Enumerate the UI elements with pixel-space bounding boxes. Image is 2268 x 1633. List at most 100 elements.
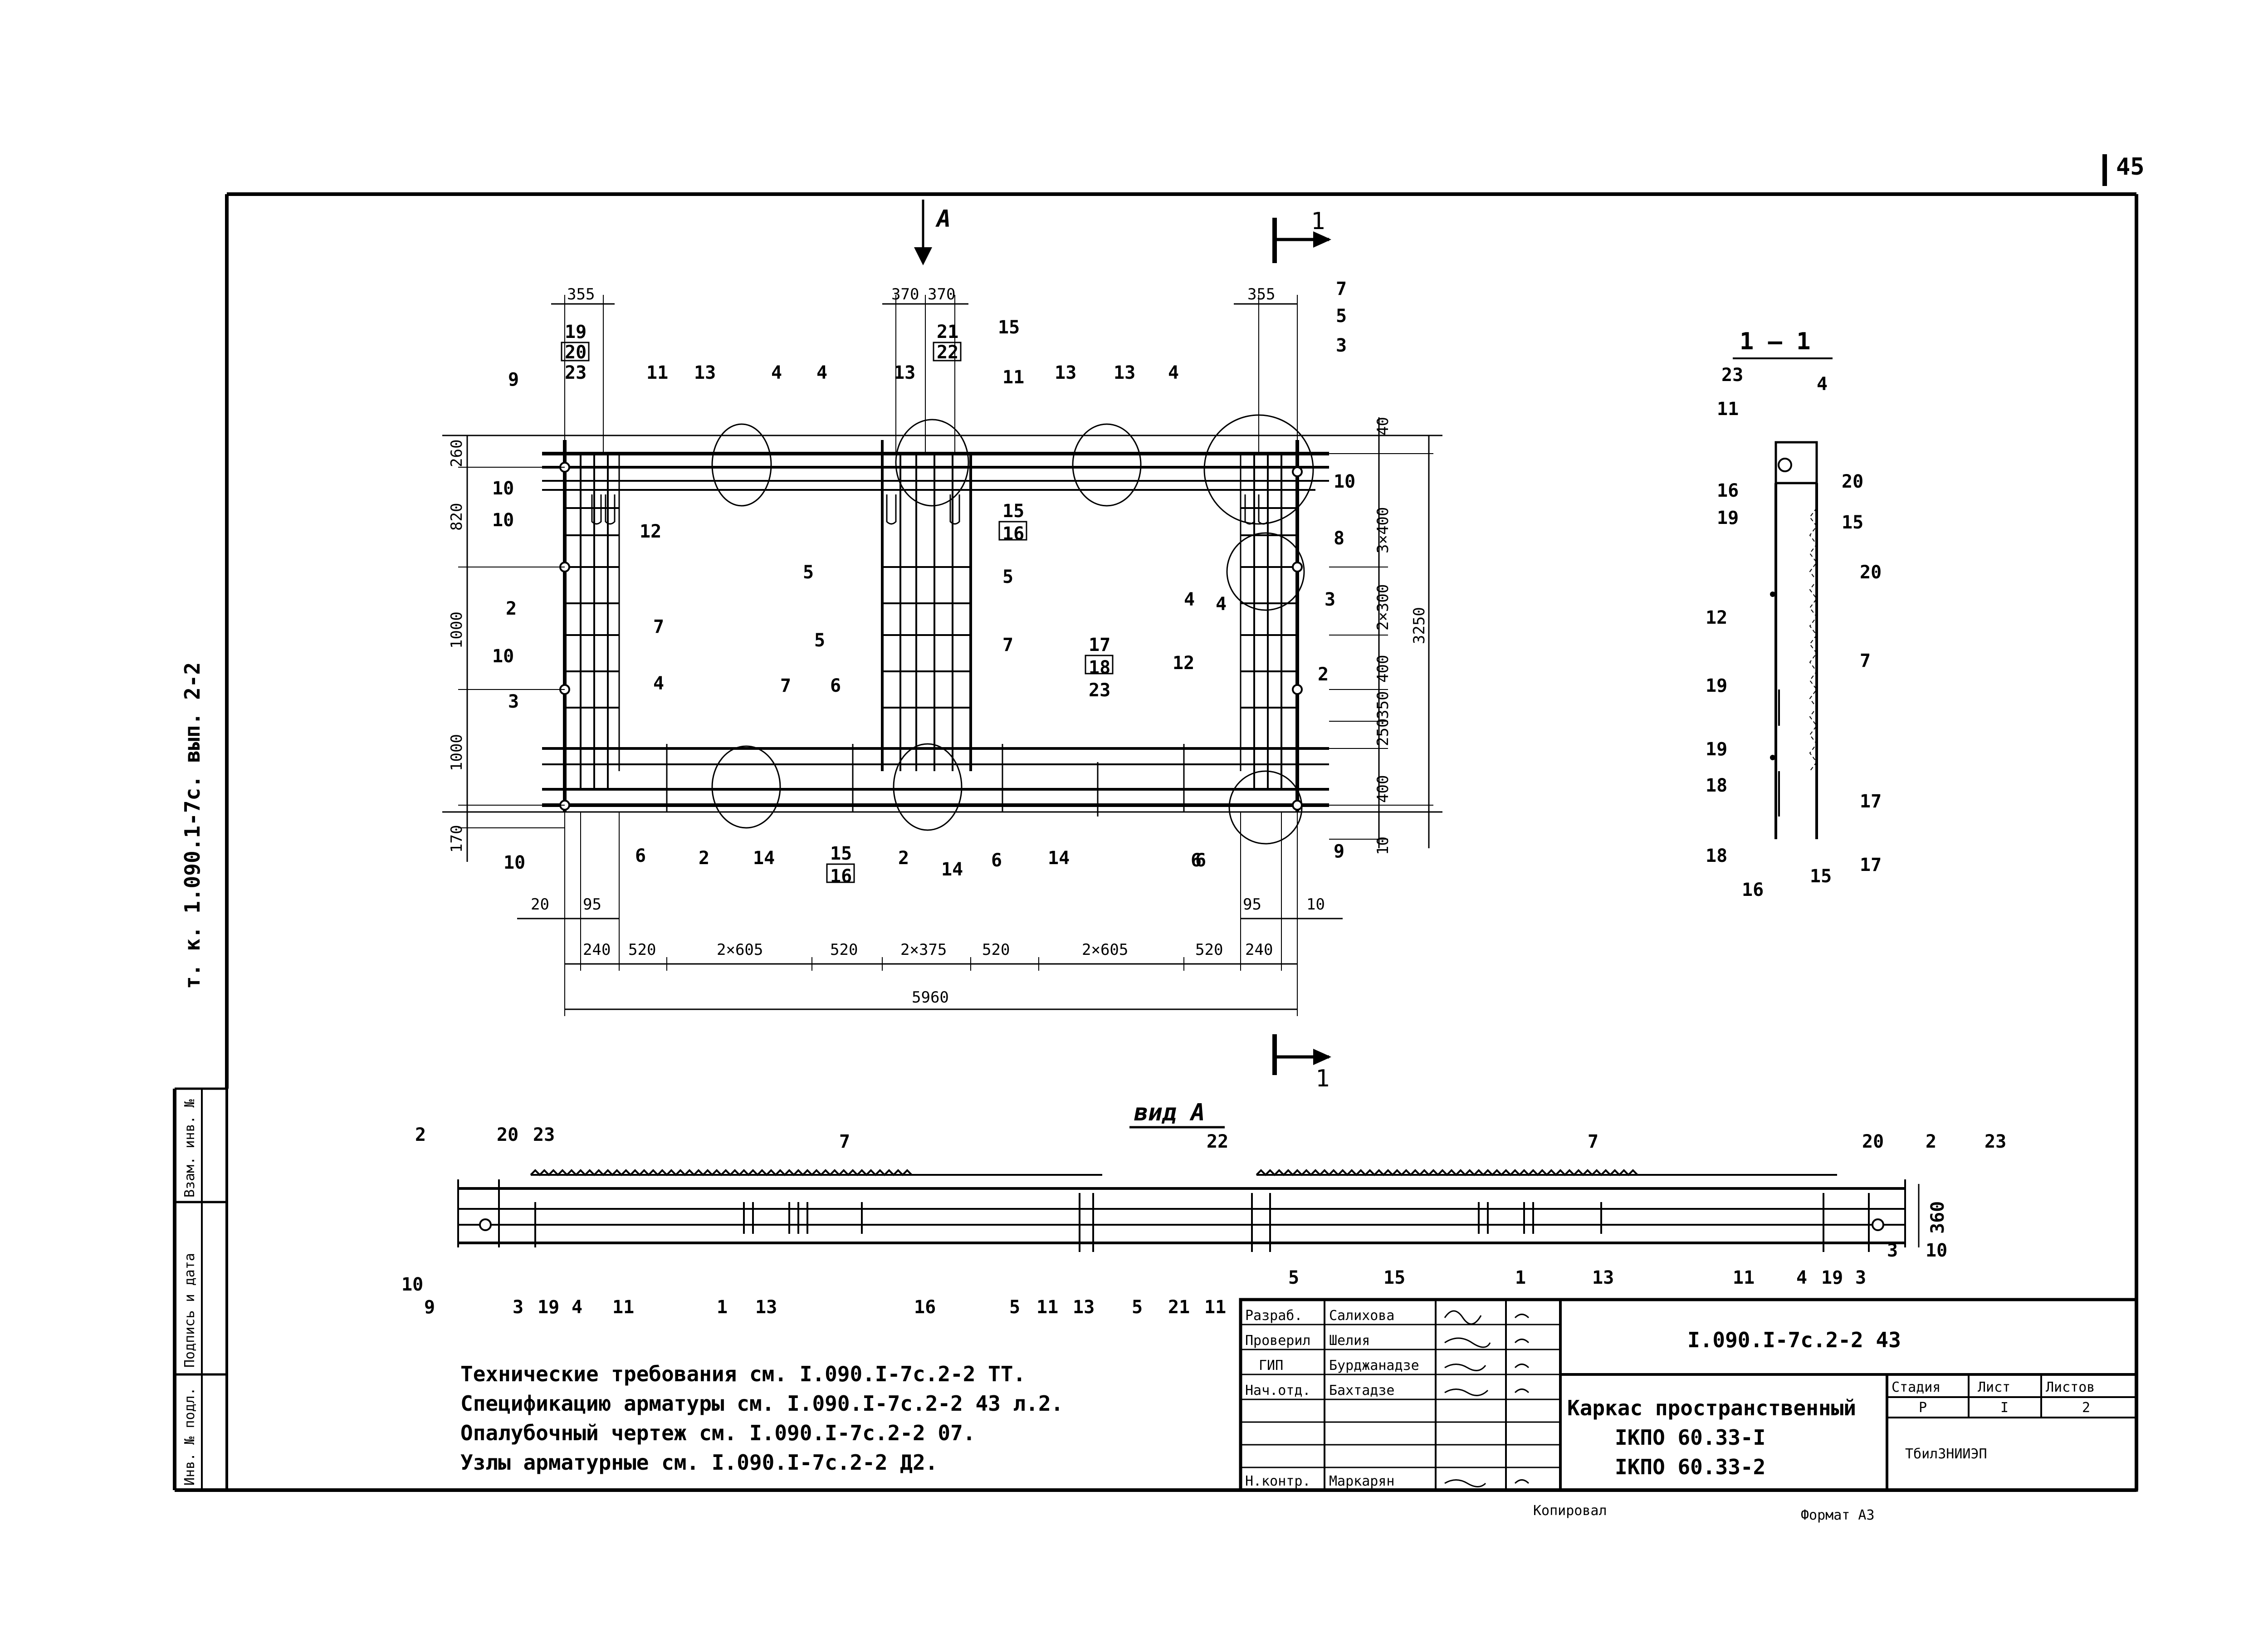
tb-title-3: IКПО 60.33-2	[1615, 1455, 1765, 1479]
dim-bot2-3: 2×605	[717, 941, 763, 959]
callout-10e: 10	[503, 852, 525, 873]
callout-6e: 6	[1195, 850, 1206, 871]
tb-org: ТбилЗНИИЭП	[1905, 1446, 1987, 1462]
section-1-1: 1 – 1 23 4 11 16 20 19 15 12 20 19 7 19 …	[1706, 328, 1882, 900]
callout-5c: 5	[1002, 567, 1013, 587]
callout-8: 8	[1334, 528, 1344, 549]
va-top-7b: 7	[1588, 1131, 1598, 1152]
dim-right-6: 250	[1374, 719, 1392, 746]
sec-callout-7: 7	[1860, 650, 1871, 671]
dim-left-4: 1000	[448, 734, 466, 771]
va-bot-16: 16	[914, 1297, 936, 1318]
dim-top-1: 355	[567, 285, 595, 303]
dim-bot-1: 20	[531, 895, 549, 914]
callout-2d: 2	[898, 848, 909, 869]
va-bot-9: 9	[424, 1297, 435, 1318]
callout-7c: 7	[780, 675, 791, 696]
dim-right-overall: 3250	[1410, 607, 1428, 644]
dim-top-4: 355	[1247, 285, 1275, 303]
sheet-number-text: 45	[2116, 153, 2145, 181]
dim-bot-3: 95	[1243, 895, 1261, 914]
callout-4b: 4	[816, 362, 827, 383]
sec-callout-4: 4	[1817, 374, 1828, 395]
callout-6b: 6	[635, 846, 646, 866]
callout-4f: 4	[1216, 594, 1227, 615]
sec-callout-15a: 15	[1842, 512, 1863, 533]
view-a-arrow-label: А	[935, 205, 951, 233]
notes: Технические требования см. I.090.I-7с.2-…	[460, 1362, 1063, 1475]
tb-sheet-header: Лист	[1978, 1379, 2010, 1395]
bottom-dimensions: 20 95 95 10 240 520 2×605 520 2×375 520 …	[517, 812, 1343, 1016]
callout-6d: 6	[1191, 850, 1202, 871]
footer-format: Формат А3	[1801, 1507, 1875, 1523]
callout-7a: 7	[1336, 279, 1347, 299]
sec-callout-11: 11	[1717, 399, 1739, 420]
callout-15b: 15	[1002, 501, 1024, 522]
va-top-23a: 23	[533, 1125, 555, 1145]
callout-14b: 14	[941, 859, 963, 880]
note-2: Спецификацию арматуры см. I.090.I-7с.2-2…	[460, 1391, 1063, 1416]
sec-callout-17a: 17	[1860, 791, 1882, 812]
dim-right-7: 400	[1374, 775, 1392, 803]
dim-right-1: 40	[1374, 417, 1392, 435]
dim-right-4: 400	[1374, 655, 1392, 683]
va-bot-19b: 19	[1821, 1267, 1843, 1288]
note-1: Технические требования см. I.090.I-7с.2-…	[460, 1362, 1026, 1386]
callout-4c: 4	[1168, 362, 1179, 383]
footer-copied: Копировал	[1533, 1503, 1607, 1519]
callout-19a: 19	[565, 322, 587, 342]
va-bot-13c: 13	[1592, 1267, 1614, 1288]
dim-bot2-9: 240	[1245, 941, 1273, 959]
callout-23a: 23	[565, 362, 587, 383]
sec-callout-20a: 20	[1842, 471, 1863, 492]
va-top-22: 22	[1207, 1131, 1228, 1152]
sec-callout-18b: 18	[1706, 846, 1727, 866]
dim-right-8: 10	[1374, 836, 1392, 855]
sec-callout-17b: 17	[1860, 855, 1882, 875]
callout-13d: 13	[1114, 362, 1135, 383]
note-3: Опалубочный чертеж см. I.090.I-7с.2-2 07…	[460, 1421, 975, 1445]
callout-11b: 11	[1002, 367, 1024, 388]
tb-role-1: Разраб.	[1245, 1308, 1302, 1324]
tb-title-2: IКПО 60.33-I	[1615, 1425, 1765, 1450]
tb-name-4: Бахтадзе	[1329, 1383, 1395, 1398]
callout-14a: 14	[753, 848, 775, 869]
va-bot-3c: 3	[1887, 1240, 1898, 1261]
tb-doc-code: I.090.I-7с.2-2 43	[1687, 1328, 1901, 1352]
callout-12a: 12	[640, 521, 661, 542]
callout-6c: 6	[991, 850, 1002, 871]
callout-23b: 23	[1089, 680, 1110, 701]
va-bot-15: 15	[1383, 1267, 1405, 1288]
dim-bot2-8: 520	[1195, 941, 1223, 959]
va-bot-11a: 11	[612, 1297, 634, 1318]
callout-7b: 7	[653, 616, 664, 637]
dim-right-2: 3×400	[1374, 507, 1392, 553]
va-bot-3b: 3	[1855, 1267, 1866, 1288]
dim-left-1: 260	[448, 440, 466, 467]
callout-16a: 16	[1002, 523, 1024, 544]
strip-label-original-inv: Инв. № подл.	[182, 1387, 198, 1486]
dim-bot2-2: 520	[628, 941, 656, 959]
strip-label-signature-date: Подпись и дата	[182, 1253, 198, 1368]
dim-top-2: 370	[891, 285, 919, 303]
section-mark-top-label: 1	[1311, 208, 1325, 235]
sec-callout-19b: 19	[1706, 675, 1727, 696]
sheet-number: 45	[2102, 153, 2145, 186]
left-dimensions: 260 820 1000 1000 170	[448, 435, 565, 862]
callout-5d: 5	[814, 630, 825, 651]
dim-left-3: 1000	[448, 611, 466, 649]
callout-12b: 12	[1173, 653, 1194, 674]
callout-10b: 10	[492, 510, 514, 531]
sec-callout-19a: 19	[1717, 508, 1739, 528]
va-bot-11c: 11	[1204, 1297, 1226, 1318]
va-bot-5b: 5	[1132, 1297, 1143, 1318]
section-mark-bottom: 1	[1272, 1034, 1331, 1092]
sec-callout-23: 23	[1721, 365, 1743, 386]
tb-sheets-header: Листов	[2046, 1379, 2095, 1395]
va-bot-4a: 4	[572, 1297, 582, 1318]
callout-4e: 4	[653, 673, 664, 694]
callout-17: 17	[1089, 635, 1110, 655]
va-bot-10a: 10	[401, 1274, 423, 1295]
callout-11a: 11	[646, 362, 668, 383]
